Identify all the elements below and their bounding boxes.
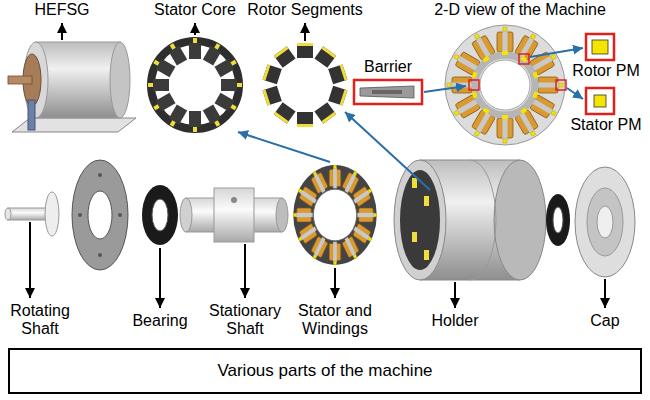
relation-arrows	[238, 48, 583, 190]
relation-arrow	[530, 48, 583, 57]
part-label: 2-D view of the Machine	[415, 1, 625, 19]
leader-line	[244, 244, 246, 298]
part-label: HEFSG	[22, 1, 102, 19]
part-label: Barrier	[352, 58, 424, 76]
relation-arrow	[238, 132, 330, 162]
part-label: Holder	[415, 312, 495, 330]
two-d-view-figure	[445, 25, 565, 145]
leader-line	[29, 222, 31, 298]
leader-line	[194, 23, 196, 35]
stator-pm-inset	[586, 88, 614, 114]
leader-line	[604, 279, 606, 308]
stator-windings-figure	[293, 165, 377, 265]
rotor-segments-figure	[263, 43, 348, 127]
leader-lines	[30, 23, 605, 308]
leader-line	[334, 268, 336, 298]
stationary-shaft-figure	[180, 188, 288, 242]
part-label: Bearing	[120, 312, 200, 330]
part-label: Cap	[575, 312, 635, 330]
bearing-figure	[546, 194, 570, 246]
flange-plate-figure	[72, 160, 128, 270]
caption: Various parts of the machine	[217, 361, 432, 381]
part-label: Stator PM	[566, 116, 646, 134]
caption-box: Various parts of the machine	[8, 348, 642, 394]
rotating-shaft-figure	[5, 192, 59, 236]
part-label: Stator and Windings	[293, 302, 377, 338]
part-label: Rotating Shaft	[0, 302, 80, 338]
highlight-marks	[469, 54, 566, 90]
stator-core-figure	[148, 38, 242, 132]
relation-arrow	[424, 86, 466, 92]
rotor-pm-inset	[586, 34, 614, 60]
relation-arrow	[567, 88, 583, 99]
part-label: Stationary Shaft	[200, 302, 290, 338]
leader-line	[454, 282, 456, 308]
cap-figure	[575, 167, 635, 277]
part-label: Rotor PM	[566, 62, 646, 80]
barrier-inset	[354, 80, 422, 104]
leader-line	[159, 248, 161, 308]
hefsg-figure	[8, 42, 136, 132]
relation-arrow	[345, 112, 430, 190]
part-label: Stator Core	[140, 1, 250, 19]
leader-line	[304, 23, 306, 41]
leader-line	[61, 23, 63, 40]
part-label: Rotor Segments	[235, 1, 375, 19]
bearing-figure	[142, 185, 178, 245]
